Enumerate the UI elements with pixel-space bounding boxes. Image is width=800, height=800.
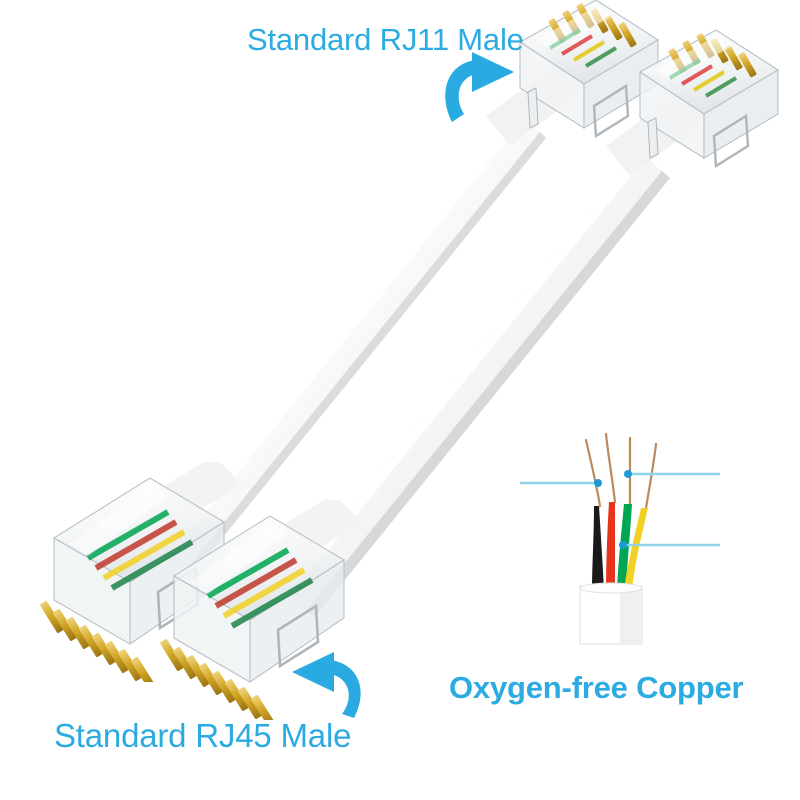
oxygen-free-copper-wire-diagram (520, 432, 720, 645)
rj45-inner-wires (206, 547, 314, 629)
cable-upper (160, 112, 546, 578)
rj45-connector-secondary (160, 500, 362, 720)
label-standard-rj45-male: Standard RJ45 Male (54, 717, 352, 754)
rj45-connector-primary (40, 462, 242, 682)
rj11-connector-secondary (606, 29, 780, 176)
rj45-inner-wires (86, 509, 194, 591)
cable-jacket (579, 582, 643, 645)
label-standard-rj11-male: Standard RJ11 Male (247, 22, 524, 57)
label-oxygen-free-copper: Oxygen-free Copper (449, 670, 744, 705)
conductor-yellow (624, 508, 648, 590)
pointer-lines (520, 470, 720, 549)
conductor-black (592, 506, 604, 590)
cable-lower (282, 150, 670, 618)
arrow-to-rj11-icon (445, 52, 514, 122)
arrow-to-rj45-icon (292, 652, 361, 718)
rj45-gold-pins (160, 639, 275, 720)
copper-strands (584, 432, 658, 510)
conductor-red (606, 502, 615, 590)
rj45-gold-pins (40, 601, 155, 682)
